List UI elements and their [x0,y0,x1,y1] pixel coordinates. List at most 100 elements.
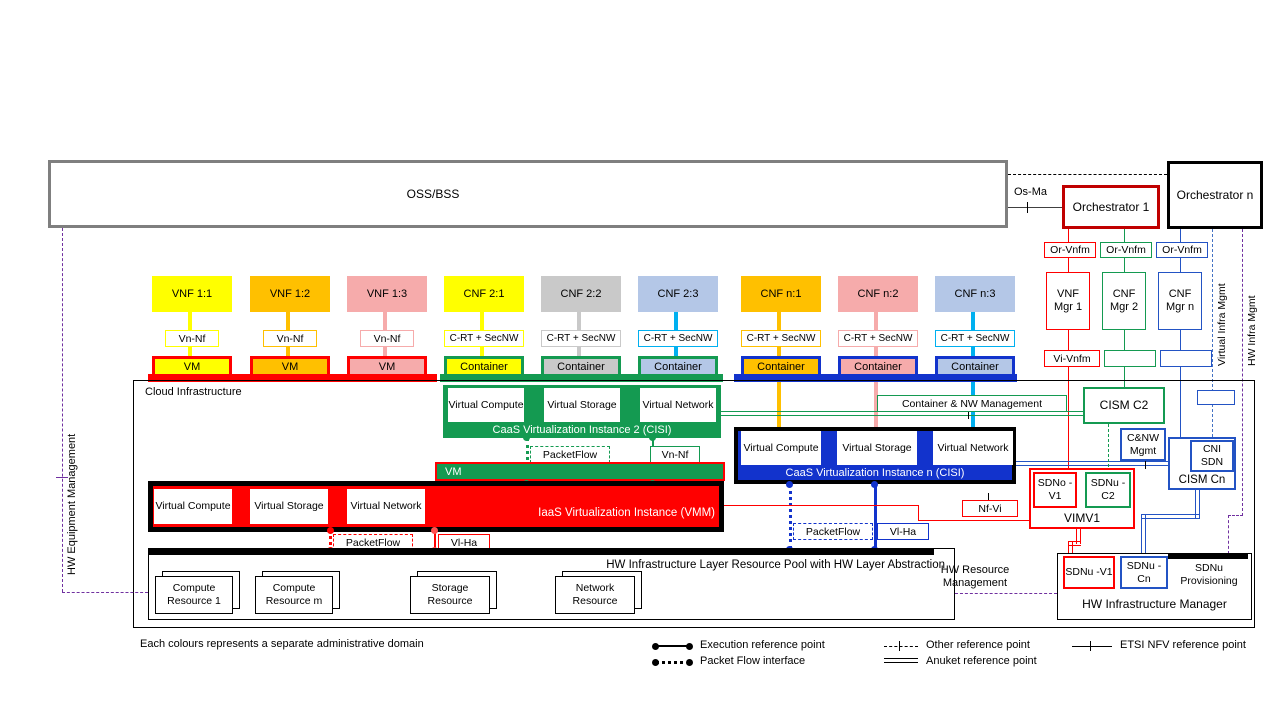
crt-secnw-label-3: C-RT + SecNW [638,330,718,347]
cnf23-box: CNF 2:3 [638,276,718,312]
iaas-title: IaaS Virtualization Instance (VMM) [538,507,715,519]
sdnu-c2-box: SDNu -C2 [1085,472,1131,508]
cloud-infrastructure-box [133,380,1255,628]
nf-vi-line-b [918,520,1029,521]
hw-resource-mgmt-label: HW Resource Management [940,564,1010,590]
iaas-virtual-storage: Virtual Storage [249,488,329,525]
nf-vi-tick [988,493,989,503]
crt-secnw-label-5: C-RT + SecNW [838,330,918,347]
network-resource: Network Resource [555,576,635,614]
cnfn1-box: CNF n:1 [741,276,821,312]
hw-abstraction-bar [148,548,934,555]
cisin-virtual-network: Virtual Network [933,431,1013,465]
cismc2-sdnuc2-dashed-line [1108,424,1109,472]
exec-dot [523,434,530,441]
exec-dot [871,481,878,488]
hw-infra-manager-title: HW Infrastructure Manager [1082,597,1227,611]
hw-infra-mgmt-jog [1228,515,1243,516]
or-vnfm-label-1: Or-Vnfm [1044,242,1096,258]
cisin-packetflow-label: PacketFlow [793,523,873,540]
anuket-tick [1145,457,1146,469]
orchestrator-1-box: Orchestrator 1 [1062,185,1160,229]
cni-sdn-box: CNI SDN [1190,440,1234,472]
cism-c2-box: CISM C2 [1083,387,1165,424]
or-vnfm-line-red [1068,229,1069,470]
cisin-vlha-label: Vl-Ha [877,523,929,540]
or-vnfm-label-3: Or-Vnfm [1156,242,1208,258]
legend-packetflow-dot [652,658,659,666]
anuket-tick [968,407,969,419]
exec-dot [431,527,438,534]
cisi2-packetflow-line [525,438,529,484]
cloud-infrastructure-label: Cloud Infrastructure [142,386,245,400]
vimv1-down-line [1076,529,1081,544]
exec-dot [649,434,656,441]
compute-resource-1: Compute Resource 1 [155,576,233,614]
sdnucn-down-line [1141,514,1146,556]
cnf-mgr-2-box: CNF Mgr 2 [1102,272,1146,330]
iaas-vlha-line [433,530,436,551]
hw-equipment-mgmt-tick [56,477,68,478]
legend-execution-dot [652,642,659,650]
vm-bar: VM [435,462,725,481]
vn-nf-label-2: Vn-Nf [263,330,317,347]
cnf22-box: CNF 2:2 [541,276,621,312]
legend-anuket-line [884,658,918,663]
legend-packetflow-label: Packet Flow interface [700,655,806,667]
container-nw-mgmt-label: Container & NW Management [877,395,1067,412]
sdnu-v1-box: SDNu -V1 [1063,556,1115,589]
caasn-connector-1 [777,382,781,427]
iaas-packetflow-line [328,530,332,551]
vnf-mgr-1-box: VNF Mgr 1 [1046,272,1090,330]
storage-resource: Storage Resource [410,576,490,614]
cisin-packetflow-line [788,484,792,549]
vnf12-box: VNF 1:2 [250,276,330,312]
crt-secnw-label-2: C-RT + SecNW [541,330,621,347]
legend-execution-label: Execution reference point [700,639,825,651]
vi-vnfm-empty-blue [1160,350,1212,367]
vnf13-box: VNF 1:3 [347,276,427,312]
vi-vnfm-empty-green [1104,350,1156,367]
oss-bss-label: OSS/BSS [406,186,460,201]
vm-host-1: VM [152,356,232,378]
nf-vi-line-a [724,505,918,506]
iaas-virtual-compute: Virtual Compute [153,488,233,525]
cnf21-box: CNF 2:1 [444,276,524,312]
os-ma-tick [1027,202,1028,213]
hw-infra-mgmt-label: HW Infra Mgmt [1246,295,1258,366]
cnfn2-box: CNF n:2 [838,276,918,312]
os-ma-label: Os-Ma [1012,186,1049,200]
sdnu-provisioning-bar [1168,553,1248,559]
nf-vi-line-step [918,505,919,520]
cisin-title: CaaS Virtualization Instance n (CISI) [785,467,965,479]
os-ma-line [1008,207,1062,208]
legend-etsi-label: ETSI NFV reference point [1120,639,1246,651]
legend-packetflow-dot [686,658,693,666]
footnote: Each colours represents a separate admin… [140,638,424,650]
sdno-v1-box: SDNo -V1 [1033,472,1077,508]
legend-etsi-line [1072,646,1112,647]
or-vnfm-label-2: Or-Vnfm [1100,242,1152,258]
sdnuv1-down-line [1068,541,1073,556]
legend-etsi-tick [1090,641,1091,651]
legend-execution-dot [686,642,693,650]
hw-equipment-mgmt-line [62,228,63,592]
container-host-3: Container [638,356,718,378]
hw-equipment-mgmt-label: HW Equipment Management [66,433,78,575]
iaas-virtual-network: Virtual Network [346,488,426,525]
orchestrator-n-box: Orchestrator n [1167,161,1263,229]
cisin-virtual-storage: Virtual Storage [837,431,917,465]
legend-other-label: Other reference point [926,639,1030,651]
anuket-line-cisin-cismcn [1016,461,1168,466]
sdnu-provisioning: SDNu Provisioning [1170,560,1248,590]
virtual-infra-mgmt-label: Virtual Infra Mgmt [1216,283,1228,366]
hw-equipment-mgmt-line-h [62,592,148,593]
crt-secnw-label-4: C-RT + SecNW [741,330,821,347]
cnf-mgr-n-box: CNF Mgr n [1158,272,1202,330]
vimv1-elbow-line [1068,541,1081,546]
nf-vi-label: Nf-Vi [962,500,1018,517]
sdnu-cn-box: SDNu -Cn [1120,556,1168,589]
legend-other-tick [899,641,900,651]
legend-execution-line [655,645,691,647]
